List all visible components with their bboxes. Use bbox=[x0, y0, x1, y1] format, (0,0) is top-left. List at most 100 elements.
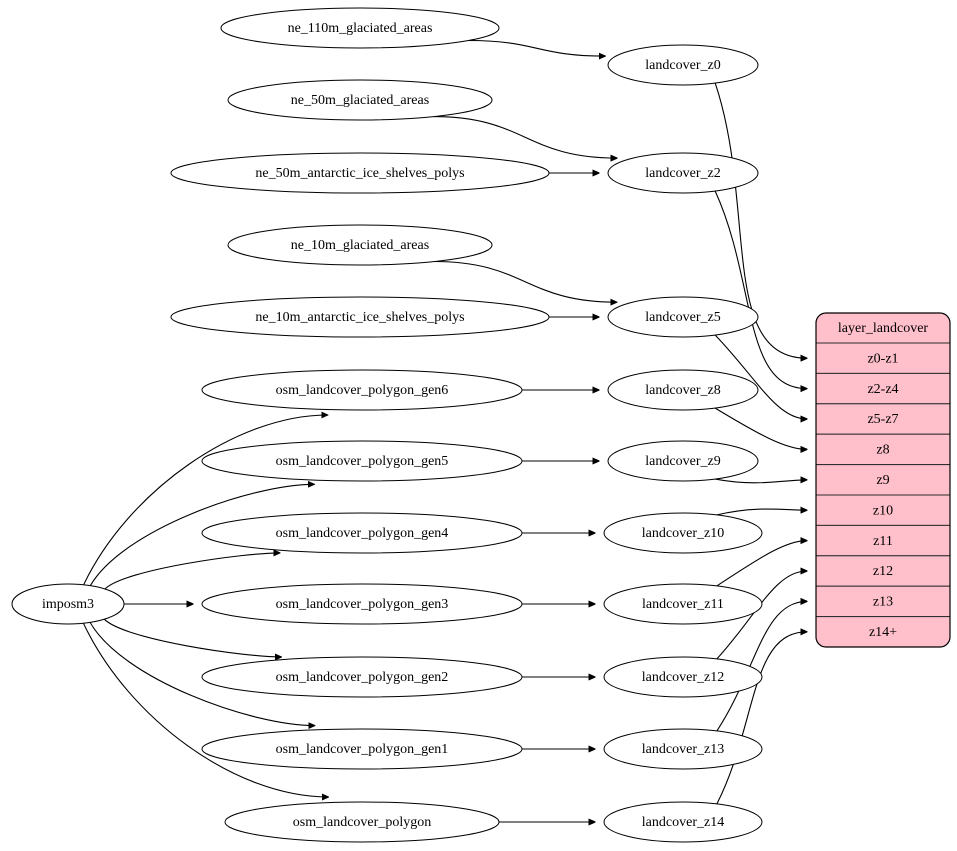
node-landcover-z2[interactable]: landcover_z2 bbox=[607, 152, 759, 194]
node-ellipse bbox=[603, 728, 763, 770]
node-label: landcover_z9 bbox=[645, 454, 720, 469]
node-osm-landcover-polygon-gen4[interactable]: osm_landcover_polygon_gen4 bbox=[201, 512, 523, 554]
layer-landcover-table: layer_landcoverz0-z1z2-z4z5-z7z8z9z10z11… bbox=[815, 312, 951, 648]
table-row-label: z5-z7 bbox=[867, 412, 898, 427]
node-ellipse bbox=[201, 656, 523, 698]
node-label: landcover_z14 bbox=[642, 815, 724, 830]
edge-landcover-z9-to-row-z9 bbox=[715, 479, 807, 484]
node-ellipse bbox=[607, 44, 759, 86]
node-ellipse bbox=[201, 583, 523, 625]
node-osm-landcover-polygon-gen5[interactable]: osm_landcover_polygon_gen5 bbox=[201, 440, 523, 482]
node-osm-landcover-polygon[interactable]: osm_landcover_polygon bbox=[224, 801, 500, 843]
table-row-label: z9 bbox=[876, 473, 889, 488]
nodes-layer: ne_110m_glaciated_areas ne_50m_glaciated_… bbox=[11, 7, 763, 843]
node-landcover-z11[interactable]: landcover_z11 bbox=[603, 583, 763, 625]
edges-layer bbox=[82, 39, 807, 823]
node-ne-110m-glaciated-areas[interactable]: ne_110m_glaciated_areas bbox=[220, 7, 500, 49]
node-label: landcover_z0 bbox=[645, 58, 720, 73]
table-row-label: z12 bbox=[873, 564, 893, 579]
node-ellipse bbox=[201, 512, 523, 554]
node-ellipse bbox=[201, 440, 523, 482]
table-row-label: z0-z1 bbox=[867, 351, 898, 366]
node-osm-landcover-polygon-gen3[interactable]: osm_landcover_polygon_gen3 bbox=[201, 583, 523, 625]
edge-landcover-z12-to-row-z12 bbox=[716, 571, 807, 660]
table-row[interactable] bbox=[816, 555, 950, 587]
table-row-label: z8 bbox=[876, 443, 889, 458]
node-ellipse bbox=[607, 369, 759, 411]
node-label: landcover_z13 bbox=[642, 742, 724, 757]
node-label: osm_landcover_polygon_gen5 bbox=[276, 454, 449, 469]
table-outline bbox=[815, 312, 951, 648]
edge-landcover-z13-to-row-z13 bbox=[716, 601, 807, 732]
node-label: ne_110m_glaciated_areas bbox=[288, 21, 433, 36]
edge-imposm3-to-osm-landcover-polygon-gen6 bbox=[83, 415, 328, 586]
node-ellipse bbox=[603, 512, 763, 554]
node-ellipse bbox=[170, 152, 550, 194]
node-label: osm_landcover_polygon_gen4 bbox=[276, 526, 449, 541]
edge-imposm3-to-osm-landcover-polygon bbox=[82, 622, 328, 797]
node-ellipse bbox=[607, 152, 759, 194]
node-label: landcover_z2 bbox=[645, 166, 720, 181]
edge-landcover-z10-to-row-z10 bbox=[716, 509, 807, 516]
edge-imposm3-to-osm-landcover-polygon-gen1 bbox=[89, 622, 315, 725]
edge-landcover-z2-to-row-z2-z4 bbox=[714, 190, 807, 389]
node-label: osm_landcover_polygon bbox=[293, 815, 431, 830]
node-ellipse bbox=[603, 801, 763, 843]
edge-ne-50m-glaciated-areas-to-landcover-z2 bbox=[433, 116, 618, 159]
edge-ne-110m-glaciated-areas-to-landcover-z0 bbox=[468, 39, 605, 57]
node-landcover-z10[interactable]: landcover_z10 bbox=[603, 512, 763, 554]
node-label: osm_landcover_polygon_gen2 bbox=[276, 670, 449, 685]
node-label: ne_50m_antarctic_ice_shelves_polys bbox=[255, 166, 464, 181]
node-ellipse bbox=[170, 296, 550, 338]
node-ellipse bbox=[227, 79, 493, 121]
edge-landcover-z14-to-row-z14plus bbox=[716, 632, 807, 805]
edge-landcover-z8-to-row-z8 bbox=[714, 407, 807, 449]
node-ellipse bbox=[201, 728, 523, 770]
node-label: osm_landcover_polygon_gen3 bbox=[276, 597, 449, 612]
node-label: landcover_z10 bbox=[642, 526, 724, 541]
edge-landcover-z0-to-row-z0-z1 bbox=[714, 82, 807, 358]
node-ellipse bbox=[201, 369, 523, 411]
table-row-label: z13 bbox=[873, 595, 893, 610]
node-ne-50m-antarctic-ice-shelves-polys[interactable]: ne_50m_antarctic_ice_shelves_polys bbox=[170, 152, 550, 194]
node-ellipse bbox=[607, 440, 759, 482]
node-landcover-z5[interactable]: landcover_z5 bbox=[607, 296, 759, 338]
table-row[interactable] bbox=[816, 342, 950, 374]
node-osm-landcover-polygon-gen2[interactable]: osm_landcover_polygon_gen2 bbox=[201, 656, 523, 698]
node-label: imposm3 bbox=[42, 597, 94, 612]
node-osm-landcover-polygon-gen1[interactable]: osm_landcover_polygon_gen1 bbox=[201, 728, 523, 770]
edge-imposm3-to-osm-landcover-polygon-gen4 bbox=[104, 553, 280, 590]
node-landcover-z14[interactable]: landcover_z14 bbox=[603, 801, 763, 843]
edge-landcover-z11-to-row-z11 bbox=[716, 541, 807, 587]
node-label: ne_50m_glaciated_areas bbox=[291, 93, 429, 108]
node-ellipse bbox=[607, 296, 759, 338]
node-landcover-z9[interactable]: landcover_z9 bbox=[607, 440, 759, 482]
node-ellipse bbox=[224, 801, 500, 843]
table-row-label: z14+ bbox=[869, 625, 897, 640]
node-ellipse bbox=[603, 656, 763, 698]
edge-ne-10m-glaciated-areas-to-landcover-z5 bbox=[434, 260, 617, 303]
table-row-label: z2-z4 bbox=[867, 382, 898, 397]
node-landcover-z12[interactable]: landcover_z12 bbox=[603, 656, 763, 698]
node-landcover-z0[interactable]: landcover_z0 bbox=[607, 44, 759, 86]
node-label: osm_landcover_polygon_gen1 bbox=[276, 742, 449, 757]
table-body: layer_landcoverz0-z1z2-z4z5-z7z8z9z10z11… bbox=[816, 313, 950, 647]
node-label: landcover_z8 bbox=[645, 383, 720, 398]
table-row-label: z10 bbox=[873, 503, 893, 518]
node-osm-landcover-polygon-gen6[interactable]: osm_landcover_polygon_gen6 bbox=[201, 369, 523, 411]
node-label: ne_10m_antarctic_ice_shelves_polys bbox=[255, 310, 464, 325]
node-landcover-z8[interactable]: landcover_z8 bbox=[607, 369, 759, 411]
node-label: landcover_z11 bbox=[642, 597, 724, 612]
table-row[interactable] bbox=[816, 585, 950, 618]
node-label: landcover_z5 bbox=[645, 310, 720, 325]
node-ellipse bbox=[11, 583, 125, 625]
node-ellipse bbox=[227, 224, 493, 266]
node-ne-10m-antarctic-ice-shelves-polys[interactable]: ne_10m_antarctic_ice_shelves_polys bbox=[170, 296, 550, 338]
node-ne-10m-glaciated-areas[interactable]: ne_10m_glaciated_areas bbox=[227, 224, 493, 266]
node-landcover-z13[interactable]: landcover_z13 bbox=[603, 728, 763, 770]
node-imposm3[interactable]: imposm3 bbox=[11, 583, 125, 625]
edge-imposm3-to-osm-landcover-polygon-gen2 bbox=[103, 618, 281, 657]
node-ne-50m-glaciated-areas[interactable]: ne_50m_glaciated_areas bbox=[227, 79, 493, 121]
